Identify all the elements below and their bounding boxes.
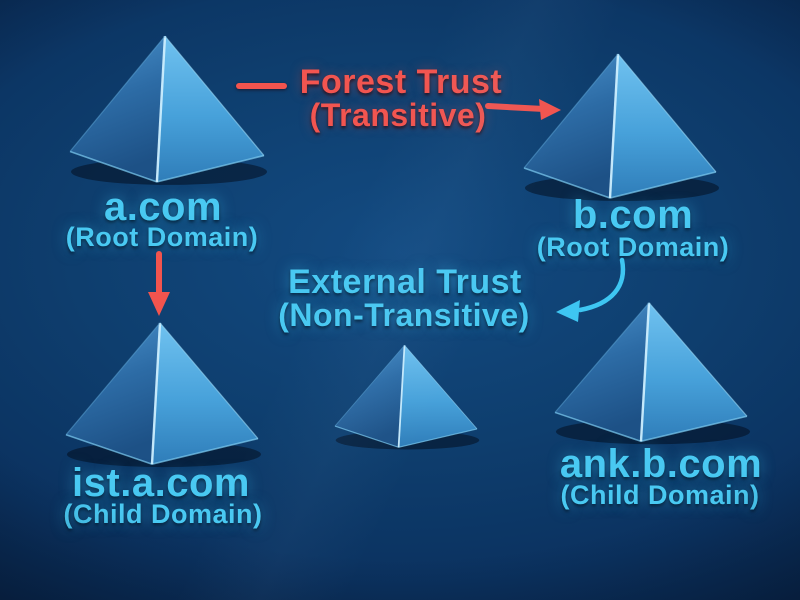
label-ank-b-com-type: (Child Domain) [560,480,760,510]
label-b-com-type: (Root Domain) [536,232,730,262]
external-trust-arrow-icon [556,257,626,322]
label-ank-b-com: ank.b.com [559,442,763,486]
pyramid-b-com [523,53,719,201]
label-a-com: a.com [103,185,223,229]
forest-trust-label: Forest Trust [299,63,503,101]
forest-trust-leader-line [236,83,287,89]
pyramid-ist-a-com [65,322,261,468]
label-ist-a-com: ist.a.com [72,461,250,505]
forest-trust-qualifier: (Transitive) [309,97,487,133]
label-a-com-type: (Root Domain) [65,222,259,252]
pyramid-middle [334,344,480,450]
label-ist-a-com-type: (Child Domain) [63,499,263,529]
parent-child-arrow-icon [148,251,170,316]
external-trust-qualifier: (Non-Transitive) [278,297,530,333]
pyramid-a-com [69,35,267,185]
forest-trust-arrow-icon [485,99,561,120]
pyramid-ank-b-com [554,302,750,445]
label-b-com: b.com [572,193,694,237]
external-trust-label: External Trust [288,263,522,301]
